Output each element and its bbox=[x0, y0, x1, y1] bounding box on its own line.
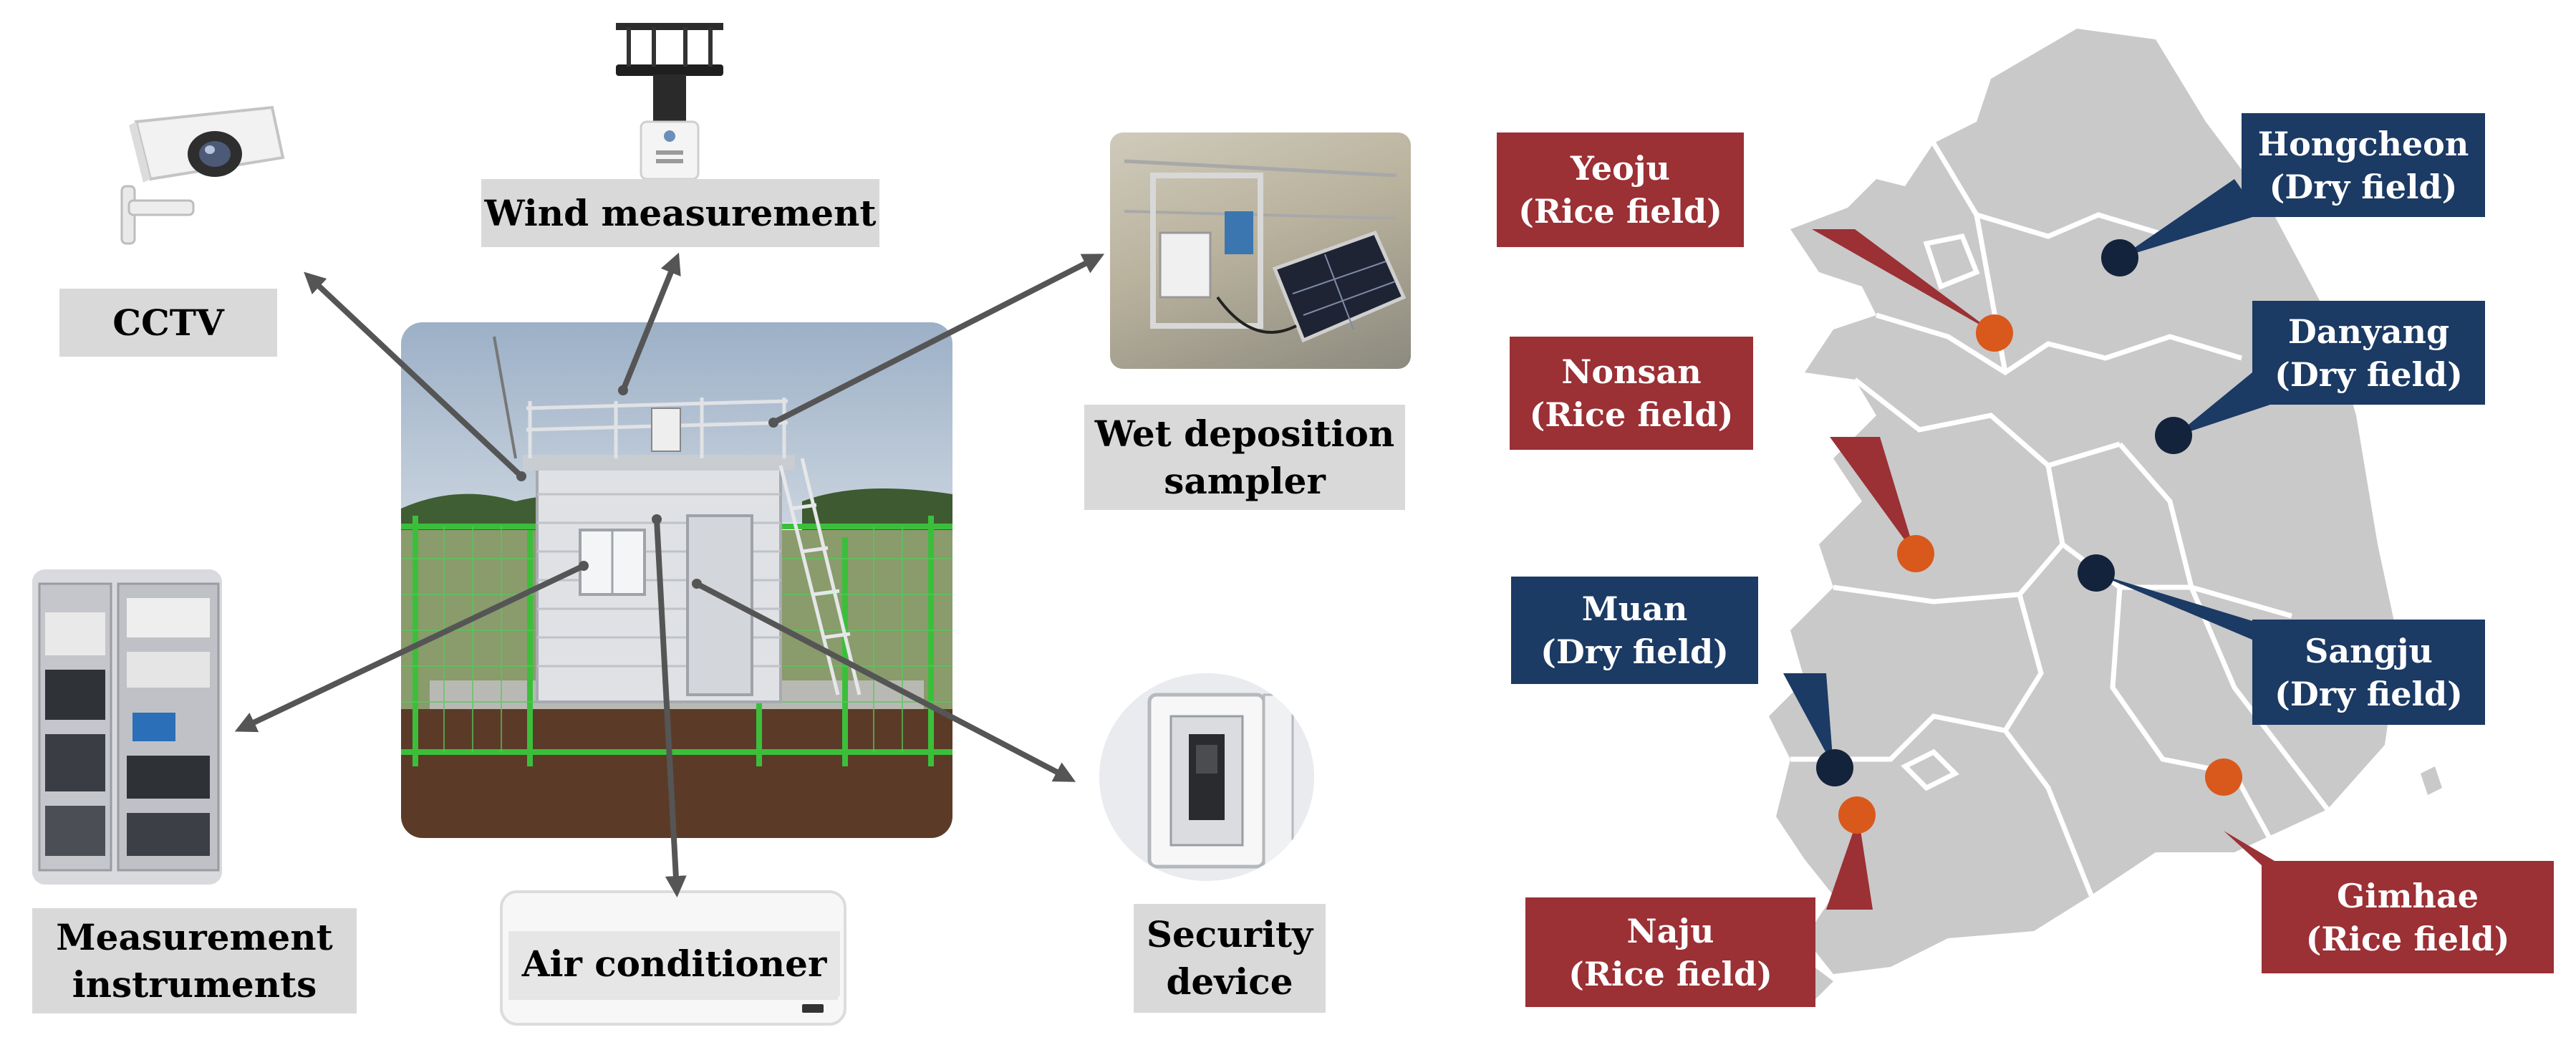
marker-naju bbox=[1838, 796, 1876, 834]
site-markers bbox=[1816, 239, 2242, 834]
callout-hongcheon: Hongcheon (Dry field) bbox=[2242, 113, 2485, 217]
arrow-aircon bbox=[652, 514, 687, 897]
pointer-danyang bbox=[2174, 372, 2270, 437]
wind-sensor-icon bbox=[609, 14, 730, 180]
korea-map-outline bbox=[1769, 29, 2399, 974]
arrow-wind bbox=[618, 252, 681, 395]
callout-muan: Muan (Dry field) bbox=[1511, 577, 1758, 684]
callout-gimhae: Gimhae (Rice field) bbox=[2262, 861, 2554, 973]
marker-gimhae bbox=[2205, 758, 2242, 796]
pointer-nonsan bbox=[1830, 437, 1916, 555]
measurement-instruments-label: Measurement instruments bbox=[32, 908, 357, 1013]
cctv-camera-icon bbox=[107, 93, 294, 258]
arrow-instruments bbox=[234, 561, 589, 733]
marker-hongcheon bbox=[2101, 239, 2138, 276]
pointer-sangju bbox=[2095, 573, 2281, 652]
air-conditioner-label: Air conditioner bbox=[508, 931, 840, 996]
pointer-yeoju bbox=[1812, 229, 1994, 333]
pointer-muan bbox=[1783, 673, 1833, 766]
wind-measurement-label: Wind measurement bbox=[481, 179, 879, 247]
province-borders bbox=[1790, 142, 2330, 897]
pointer-naju bbox=[1826, 817, 1873, 910]
callout-naju: Naju (Rice field) bbox=[1525, 897, 1815, 1007]
arrow-wet bbox=[768, 254, 1105, 428]
pointer-hongcheon bbox=[2120, 179, 2259, 258]
marker-yeoju bbox=[1976, 314, 2013, 352]
marker-danyang bbox=[2155, 417, 2192, 454]
callout-sangju: Sangju (Dry field) bbox=[2252, 620, 2485, 725]
callout-nonsan: Nonsan (Rice field) bbox=[1510, 337, 1753, 450]
marker-nonsan bbox=[1897, 535, 1934, 572]
cctv-label: CCTV bbox=[59, 289, 277, 357]
arrow-security bbox=[692, 579, 1076, 782]
security-device-label: Security device bbox=[1134, 904, 1326, 1013]
callout-pointers bbox=[1783, 179, 2302, 910]
measurement-instruments-photo bbox=[32, 569, 222, 885]
marker-muan bbox=[1816, 749, 1853, 786]
wet-deposition-sampler-photo bbox=[1110, 133, 1411, 369]
arrow-cctv bbox=[304, 271, 526, 481]
callout-yeoju: Yeoju (Rice field) bbox=[1497, 133, 1744, 247]
security-device-photo bbox=[1099, 673, 1314, 881]
callout-danyang: Danyang (Dry field) bbox=[2252, 301, 2485, 405]
wet-deposition-sampler-label: Wet deposition sampler bbox=[1084, 405, 1405, 510]
marker-sangju bbox=[2078, 554, 2115, 592]
